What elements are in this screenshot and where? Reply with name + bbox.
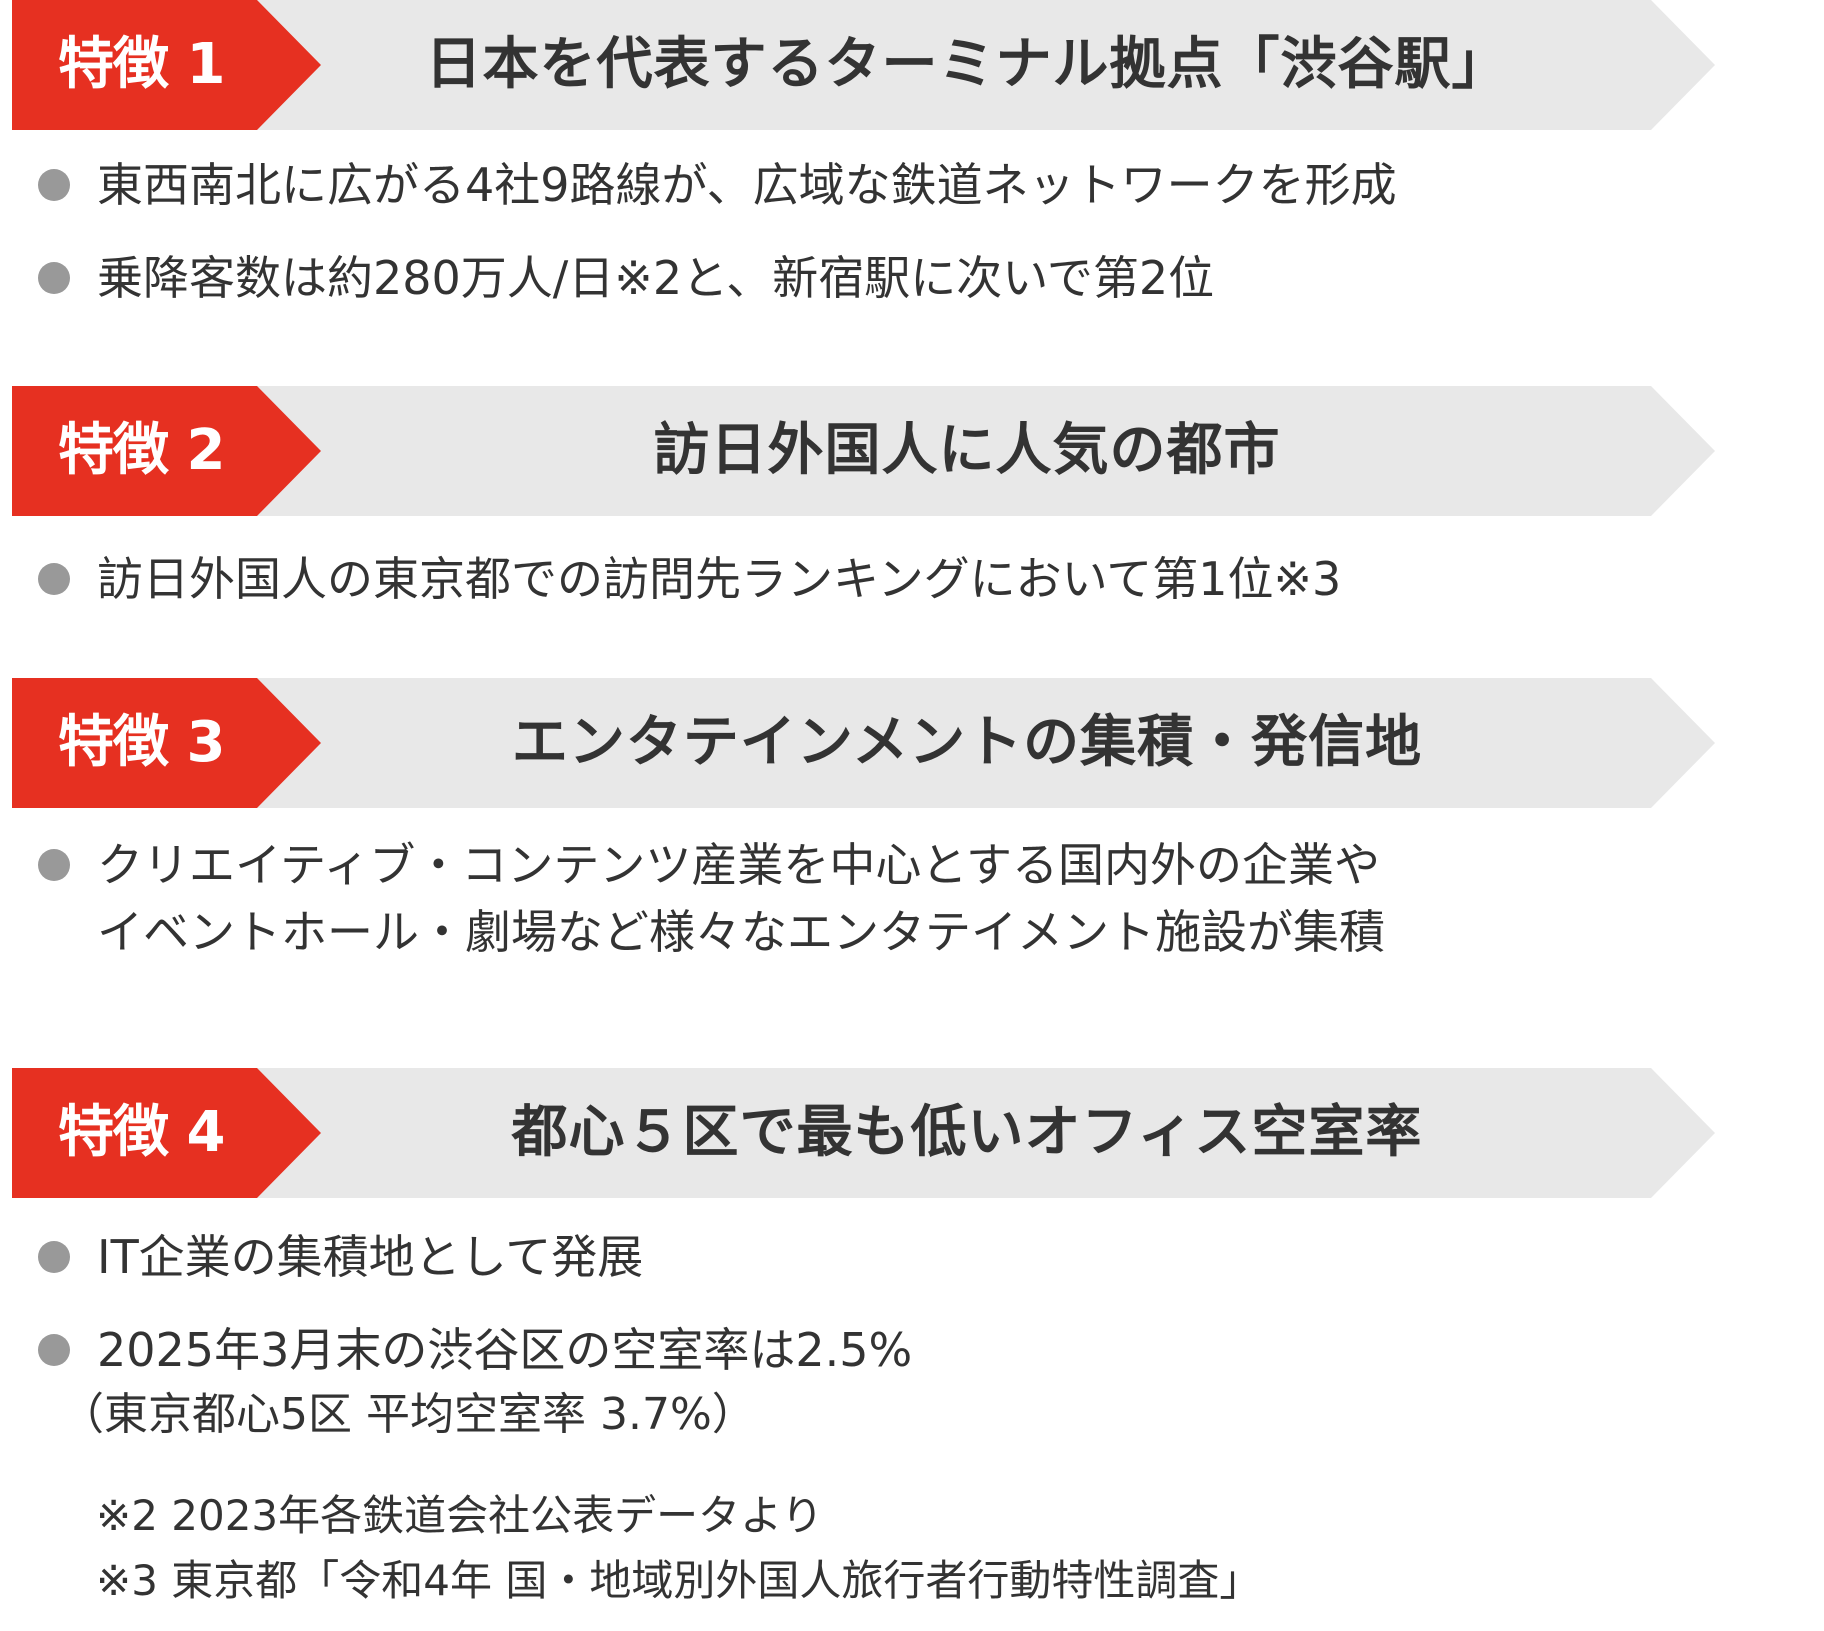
bullet-icon	[38, 849, 70, 881]
bullet-icon	[38, 169, 70, 201]
bullet-text: クリエイティブ・コンテンツ産業を中心とする国内外の企業や	[97, 838, 1380, 892]
bullet-text: 訪日外国人の東京都での訪問先ランキングにおいて第1位※3	[97, 552, 1342, 606]
feature-title: 訪日外国人に人気の都市	[653, 418, 1281, 483]
bullet-text: 東西南北に広がる4社9路線が、広域な鉄道ネットワークを形成	[97, 158, 1397, 212]
feature-label: 特徴 4	[58, 1100, 225, 1165]
banner-label-tag	[12, 0, 321, 130]
feature-title: 日本を代表するターミナル拠点「渋谷駅」	[425, 32, 1509, 97]
vacancy-subnote: （東京都心5区 平均空室率 3.7%）	[60, 1389, 756, 1440]
bullet-text: イベントホール・劇場など様々なエンタテイメント施設が集積	[97, 905, 1385, 959]
feature-title: エンタテインメントの集積・発信地	[511, 710, 1423, 775]
bullet-icon	[38, 563, 70, 595]
feature-2-banner: 特徴 2 訪日外国人に人気の都市	[12, 386, 1715, 516]
feature-label: 特徴 1	[58, 32, 225, 97]
feature-1-banner: 特徴 1 日本を代表するターミナル拠点「渋谷駅」	[12, 0, 1715, 130]
feature-3-banner: 特徴 3 エンタテインメントの集積・発信地	[12, 678, 1715, 808]
bullet-icon	[38, 1334, 70, 1366]
feature-label: 特徴 2	[58, 418, 225, 483]
banner-label-tag	[12, 678, 321, 808]
bullet-icon	[38, 1241, 70, 1273]
banner-label-tag	[12, 386, 321, 516]
feature-label: 特徴 3	[58, 710, 225, 775]
bullet-text: 2025年3月末の渋谷区の空室率は2.5%	[97, 1323, 913, 1377]
bullet-text: 乗降客数は約280万人/日※2と、新宿駅に次いで第2位	[97, 251, 1215, 305]
bullet-text: IT企業の集積地として発展	[97, 1230, 644, 1284]
footnote-3: ※3 東京都「令和4年 国・地域別外国人旅行者行動特性調査」	[96, 1556, 1262, 1605]
feature-title: 都心５区で最も低いオフィス空室率	[511, 1100, 1423, 1165]
feature-4-banner: 特徴 4 都心５区で最も低いオフィス空室率	[12, 1068, 1715, 1198]
footnote-2: ※2 2023年各鉄道会社公表データより	[96, 1491, 824, 1540]
bullet-icon	[38, 262, 70, 294]
banner-label-tag	[12, 1068, 321, 1198]
